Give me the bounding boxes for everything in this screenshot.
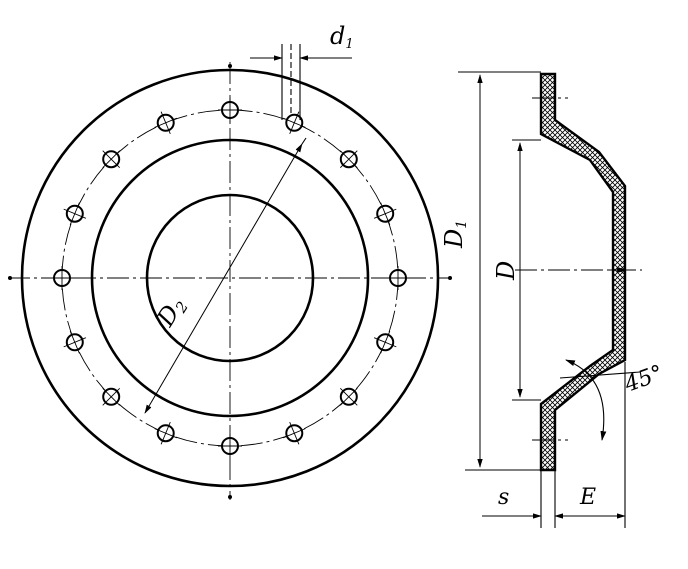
label-E: E (579, 485, 596, 510)
bolt-hole (386, 266, 410, 290)
bolt-hole (373, 202, 397, 225)
label-angle: 45° (621, 361, 667, 398)
bolt-hole (154, 111, 177, 135)
bolt-hole (102, 150, 121, 169)
bolt-hole (283, 111, 306, 135)
bolt-hole (102, 387, 121, 406)
label-D2: D2 (151, 292, 192, 333)
label-s: s (498, 485, 509, 510)
label-d1: d1 (330, 22, 354, 52)
section-wall (539, 72, 627, 472)
bolt-hole (339, 387, 358, 406)
angle-arc (565, 359, 607, 441)
bolt-hole (63, 202, 87, 225)
outer-flange-circle (20, 68, 440, 488)
bolt-hole (218, 98, 242, 122)
section-view (458, 71, 642, 528)
bolt-hole (154, 421, 177, 445)
d2-dimension-line (144, 143, 303, 414)
bolt-holes (50, 98, 410, 458)
bolt-hole (283, 421, 306, 445)
label-D1: D1 (440, 220, 470, 249)
dish-outer-circle (90, 138, 370, 418)
bolt-hole (339, 150, 358, 169)
front-view (8, 44, 452, 500)
bolt-hole (63, 331, 87, 354)
label-D: D (492, 261, 520, 281)
bolt-hole (218, 434, 242, 458)
labels: d1 D2 D1 D 45° s E (151, 22, 667, 510)
bolt-hole (373, 331, 397, 354)
bolt-hole (50, 266, 74, 290)
